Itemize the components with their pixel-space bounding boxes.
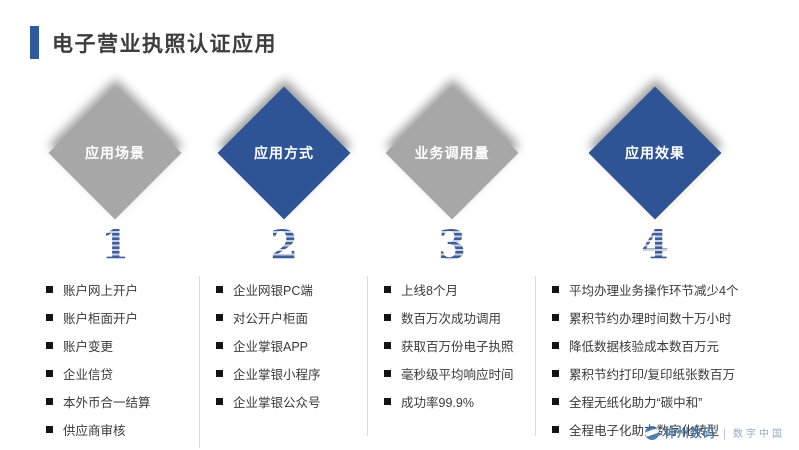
- list-item: 本外币合一结算: [46, 392, 195, 411]
- diamond-business-call-volume: 业务调用量: [377, 84, 527, 222]
- list-item-text: 累积节约办理时间数十万小时: [569, 312, 732, 326]
- title-accent-bar: [30, 26, 39, 59]
- bullet-square-icon: [46, 314, 53, 321]
- list-item: 降低数据核验成本数百万元: [552, 336, 770, 355]
- list-item-text: 本外币合一结算: [63, 396, 151, 410]
- bullet-square-icon: [552, 342, 559, 349]
- bullet-square-icon: [46, 398, 53, 405]
- list-item: 累积节约办理时间数十万小时: [552, 308, 770, 327]
- bullet-square-icon: [384, 286, 391, 293]
- diamond-label: 业务调用量: [414, 145, 490, 161]
- diamond-application-results: 应用效果: [580, 84, 730, 222]
- list-item: 获取百万份电子执照: [384, 336, 531, 355]
- step-number-2: 2: [270, 222, 298, 269]
- list-item: 企业网银PC端: [216, 280, 363, 299]
- list-item-text: 企业掌银公众号: [233, 396, 321, 410]
- list-item: 对公开户柜面: [216, 308, 363, 327]
- footer-logo-text: 神州数码: [663, 426, 716, 440]
- list-item-text: 供应商审核: [63, 424, 126, 438]
- list-item-text: 上线8个月: [401, 284, 458, 298]
- list-item: 供应商审核: [46, 420, 195, 439]
- bullet-square-icon: [384, 314, 391, 321]
- list-item-text: 数百万次成功调用: [401, 312, 502, 326]
- bullet-square-icon: [552, 286, 559, 293]
- globe-icon: [644, 425, 659, 440]
- bullet-square-icon: [216, 314, 223, 321]
- header: 电子营业执照认证应用: [30, 26, 277, 59]
- list-item: 成功率99.9%: [384, 392, 531, 411]
- list-item-text: 全程无纸化助力“碳中和”: [569, 396, 703, 410]
- footer-logo: 神州数码 | 数字中国: [644, 424, 785, 441]
- list-item-text: 毫秒级平均响应时间: [401, 368, 514, 382]
- list-item: 账户网上开户: [46, 280, 195, 299]
- bullet-square-icon: [552, 370, 559, 377]
- bullet-square-icon: [46, 286, 53, 293]
- columns-row: 应用场景 1 账户网上开户账户柜面开户账户变更企业信贷本外币合一结算供应商审核 …: [30, 84, 774, 450]
- step-number-1: 1: [101, 222, 129, 269]
- list-item-text: 账户变更: [63, 340, 114, 354]
- item-list: 平均办理业务操作环节减少4个累积节约办理时间数十万小时降低数据核验成本数百万元累…: [552, 280, 770, 450]
- list-item: 企业信贷: [46, 364, 195, 383]
- list-item-text: 成功率99.9%: [401, 396, 474, 410]
- bullet-square-icon: [384, 370, 391, 377]
- list-item-text: 企业掌银小程序: [233, 368, 321, 382]
- item-list-container: 账户网上开户账户柜面开户账户变更企业信贷本外币合一结算供应商审核: [30, 276, 200, 448]
- list-item: 账户变更: [46, 336, 195, 355]
- bullet-square-icon: [552, 426, 559, 433]
- list-item: 全程电子化助力数字化转型: [552, 420, 770, 439]
- list-item: 上线8个月: [384, 280, 531, 299]
- diamond-application-scenarios: 应用场景: [40, 84, 190, 222]
- bullet-square-icon: [552, 314, 559, 321]
- footer-tagline: 数字中国: [733, 429, 785, 440]
- bullet-square-icon: [216, 286, 223, 293]
- bullet-square-icon: [216, 342, 223, 349]
- list-item-text: 企业信贷: [63, 368, 114, 382]
- diamond-label: 应用方式: [254, 145, 314, 161]
- list-item: 全程无纸化助力“碳中和”: [552, 392, 770, 411]
- page-title: 电子营业执照认证应用: [52, 32, 277, 56]
- list-item: 企业掌银APP: [216, 336, 363, 355]
- list-item-text: 账户网上开户: [63, 284, 139, 298]
- bullet-square-icon: [216, 398, 223, 405]
- list-item-text: 全程电子化助力数字化转型: [569, 424, 720, 438]
- bullet-square-icon: [384, 342, 391, 349]
- list-item-text: 企业掌银APP: [233, 340, 309, 354]
- list-item-text: 对公开户柜面: [233, 312, 309, 326]
- column-application-results: 应用效果 4 平均办理业务操作环节减少4个累积节约办理时间数十万小时降低数据核验…: [536, 84, 774, 450]
- item-list-container: 平均办理业务操作环节减少4个累积节约办理时间数十万小时降低数据核验成本数百万元累…: [536, 276, 774, 450]
- list-item-text: 获取百万份电子执照: [401, 340, 514, 354]
- item-list: 企业网银PC端对公开户柜面企业掌银APP 企业掌银小程序企业掌银公众号: [216, 280, 363, 411]
- item-list: 账户网上开户账户柜面开户账户变更企业信贷本外币合一结算供应商审核: [46, 280, 195, 439]
- list-item: 企业掌银公众号: [216, 392, 363, 411]
- list-item: 平均办理业务操作环节减少4个: [552, 280, 770, 299]
- bullet-square-icon: [46, 426, 53, 433]
- list-item-text: 企业网银PC端: [233, 284, 313, 298]
- list-item: 企业掌银小程序: [216, 364, 363, 383]
- list-item: 累积节约打印/复印纸张数百万: [552, 364, 770, 383]
- bullet-square-icon: [46, 370, 53, 377]
- list-item-text: 降低数据核验成本数百万元: [569, 340, 720, 354]
- list-item: 数百万次成功调用: [384, 308, 531, 327]
- footer-divider: |: [722, 425, 726, 440]
- list-item: 账户柜面开户: [46, 308, 195, 327]
- list-item: 毫秒级平均响应时间: [384, 364, 531, 383]
- item-list-container: 上线8个月数百万次成功调用获取百万份电子执照毫秒级平均响应时间成功率99.9%: [368, 276, 536, 436]
- step-number-4: 4: [641, 222, 669, 269]
- list-item-text: 累积节约打印/复印纸张数百万: [569, 368, 735, 382]
- list-item-text: 平均办理业务操作环节减少4个: [569, 284, 739, 298]
- bullet-square-icon: [552, 398, 559, 405]
- bullet-square-icon: [216, 370, 223, 377]
- item-list-container: 企业网银PC端对公开户柜面企业掌银APP 企业掌银小程序企业掌银公众号: [200, 276, 368, 436]
- diamond-application-methods: 应用方式: [209, 84, 359, 222]
- column-application-methods: 应用方式 2 企业网银PC端对公开户柜面企业掌银APP 企业掌银小程序企业掌银公众…: [200, 84, 368, 450]
- diamond-label: 应用场景: [85, 145, 145, 161]
- step-number-3: 3: [438, 222, 466, 269]
- column-application-scenarios: 应用场景 1 账户网上开户账户柜面开户账户变更企业信贷本外币合一结算供应商审核: [30, 84, 200, 450]
- bullet-square-icon: [384, 398, 391, 405]
- bullet-square-icon: [46, 342, 53, 349]
- item-list: 上线8个月数百万次成功调用获取百万份电子执照毫秒级平均响应时间成功率99.9%: [384, 280, 531, 411]
- list-item-text: 账户柜面开户: [63, 312, 139, 326]
- column-business-call-volume: 业务调用量 3 上线8个月数百万次成功调用获取百万份电子执照毫秒级平均响应时间成…: [368, 84, 536, 450]
- diamond-label: 应用效果: [625, 145, 685, 161]
